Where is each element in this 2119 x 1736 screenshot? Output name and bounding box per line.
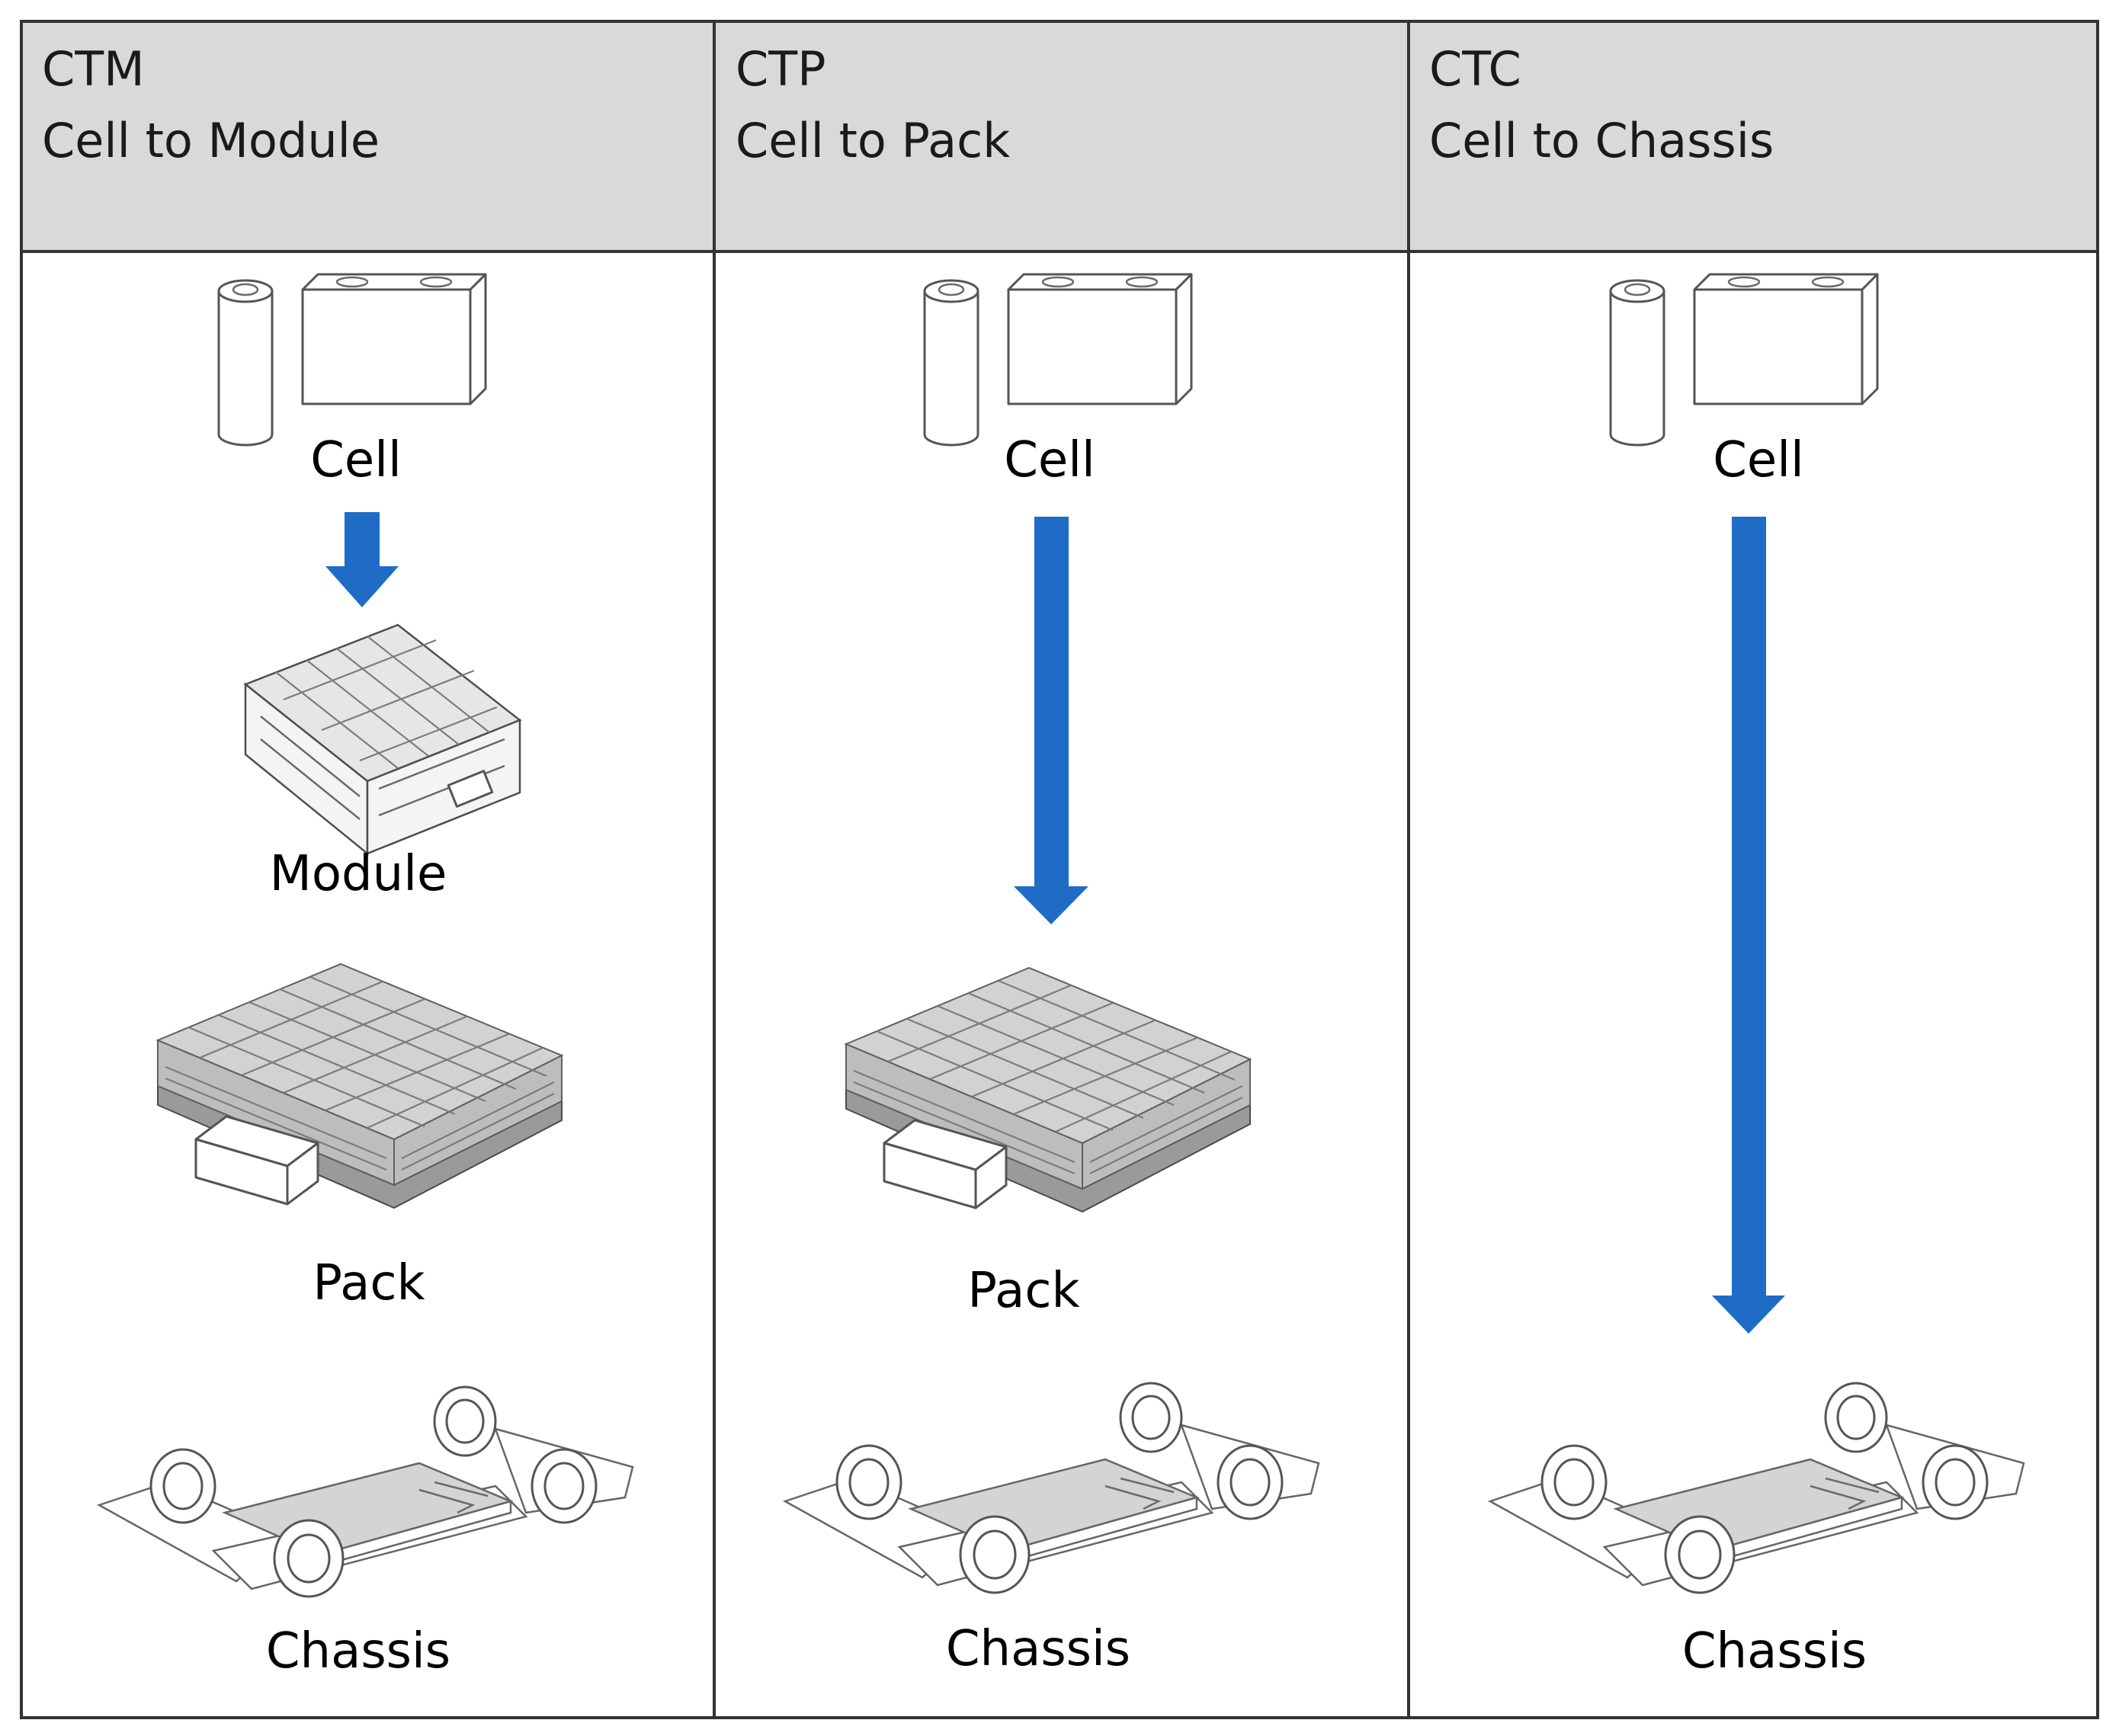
cell-icon [217,273,487,447]
stage-label-cell: Cell [310,432,402,488]
table-border [20,20,2099,1719]
header-row [21,21,2098,251]
chassis-icon [784,1382,1320,1594]
column-title: Cell to Module [42,113,380,168]
pack-icon [845,966,1252,1213]
arrow-icon [1014,517,1088,924]
stage-label-chassis: Chassis [266,1623,450,1680]
column-title: Cell to Chassis [1429,113,1774,168]
column-ctp: CTP Cell to Pack Cell Pack Chassis [736,41,1320,1677]
chassis-icon [1489,1382,2025,1594]
module-icon [244,623,521,855]
stage-label-cell: Cell [1004,432,1095,488]
stage-label-pack: Pack [313,1255,425,1312]
column-code: CTP [736,41,826,97]
column-ctm: CTM Cell to Module Cell Module Pack Chas… [42,41,634,1680]
column-code: CTC [1429,41,1521,97]
pack-icon [156,962,563,1209]
column-code: CTM [42,41,145,97]
column-title: Cell to Pack [736,113,1010,168]
stage-label-cell: Cell [1713,432,1804,488]
cell-icon [923,273,1193,447]
stage-label-pack: Pack [967,1263,1079,1319]
cell-icon [1609,273,1879,447]
chassis-icon [98,1385,634,1598]
stage-label-module: Module [270,846,447,902]
arrow-icon [1712,517,1785,1334]
stage-label-chassis: Chassis [1682,1623,1867,1680]
stage-label-chassis: Chassis [946,1621,1130,1677]
column-ctc: CTC Cell to Chassis Cell Chassis [1429,41,2025,1680]
arrow-icon [325,512,399,607]
